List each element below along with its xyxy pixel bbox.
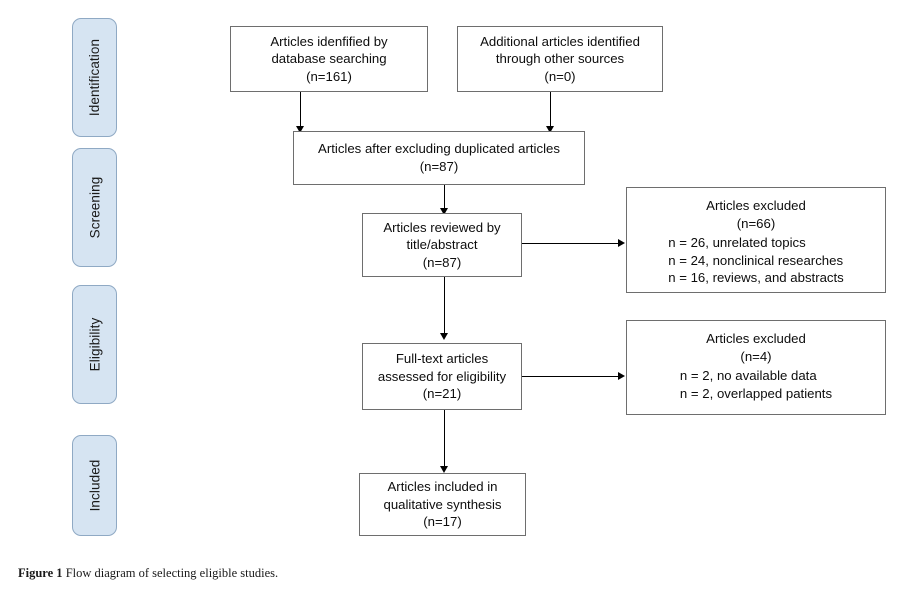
connector-dedup-to-review: [444, 185, 445, 210]
arrowhead-other-sources-to-dedup: [545, 126, 554, 133]
box-other-sources-line-1: Additional articles identified: [480, 33, 640, 49]
box-excluded-screening-reasons: n = 26, unrelated topics n = 24, nonclin…: [668, 234, 844, 287]
figure-caption-label: Figure 1: [18, 566, 63, 580]
connector-fulltext-to-excluded-eligibility: [522, 376, 619, 377]
box-after-duplicates-count: (n=87): [419, 159, 459, 174]
box-fulltext-eligibility-count: (n=21): [422, 386, 462, 402]
box-included-synthesis-line-2: qualitative synthesis: [383, 496, 502, 512]
connector-review-to-fulltext: [444, 277, 445, 335]
box-database-search-line-1: Articles idenfified by: [270, 33, 388, 49]
stage-box-identification: Identification: [72, 18, 117, 137]
box-other-sources: Additional articles identified through o…: [457, 26, 663, 92]
box-other-sources-count: (n=0): [544, 68, 576, 84]
box-title-abstract-review-count: (n=87): [422, 254, 462, 270]
box-other-sources-line-2: through other sources: [495, 51, 625, 67]
arrowhead-review-to-excluded-screening: [618, 238, 625, 247]
box-excluded-eligibility: Articles excluded (n=4) n = 2, no availa…: [626, 320, 886, 415]
connector-review-to-excluded-screening: [522, 243, 619, 244]
box-excluded-screening-reason-2: n = 24, nonclinical researches: [668, 252, 844, 268]
box-excluded-screening-reason-3: n = 16, reviews, and abstracts: [668, 270, 844, 286]
connector-fulltext-to-included: [444, 410, 445, 468]
box-fulltext-eligibility-line-1: Full-text articles: [395, 351, 489, 367]
figure-caption: Figure 1 Flow diagram of selecting eligi…: [18, 566, 278, 581]
box-excluded-eligibility-line-1: Articles excluded: [706, 331, 806, 346]
stage-box-screening: Screening: [72, 148, 117, 267]
box-excluded-screening: Articles excluded (n=66) n = 26, unrelat…: [626, 187, 886, 293]
box-excluded-screening-count: (n=66): [736, 215, 776, 231]
box-included-synthesis: Articles included in qualitative synthes…: [359, 473, 526, 536]
box-excluded-screening-line-1: Articles excluded: [706, 198, 806, 213]
box-title-abstract-review-line-1: Articles reviewed by: [383, 219, 501, 235]
arrowhead-fulltext-to-excluded-eligibility: [618, 371, 625, 380]
stage-label-screening: Screening: [87, 176, 103, 239]
stage-box-included: Included: [72, 435, 117, 536]
box-database-search-count: (n=161): [306, 68, 352, 84]
box-fulltext-eligibility-line-2: assessed for eligibility: [377, 368, 507, 384]
arrowhead-dedup-to-review: [439, 208, 448, 215]
arrowhead-review-to-fulltext: [439, 333, 448, 340]
box-title-abstract-review: Articles reviewed by title/abstract (n=8…: [362, 213, 522, 277]
box-included-synthesis-count: (n=17): [423, 514, 462, 530]
box-included-synthesis-line-1: Articles included in: [387, 479, 498, 495]
box-database-search-line-2: database searching: [271, 51, 387, 67]
stage-label-eligibility: Eligibility: [87, 317, 102, 372]
box-title-abstract-review-line-2: title/abstract: [406, 237, 478, 253]
arrowhead-database-search-to-dedup: [295, 126, 304, 133]
box-excluded-screening-reason-1: n = 26, unrelated topics: [668, 235, 806, 251]
box-after-duplicates-line-1: Articles after excluding duplicated arti…: [318, 141, 560, 157]
connector-other-sources-to-dedup: [550, 92, 551, 128]
stage-box-eligibility: Eligibility: [72, 285, 117, 404]
box-fulltext-eligibility: Full-text articles assessed for eligibil…: [362, 343, 522, 410]
stage-label-identification: Identification: [87, 38, 103, 117]
connector-database-search-to-dedup: [300, 92, 301, 128]
box-after-duplicates: Articles after excluding duplicated arti…: [293, 131, 585, 185]
box-database-search: Articles idenfified by database searchin…: [230, 26, 428, 92]
figure-caption-text: Flow diagram of selecting eligible studi…: [62, 566, 279, 580]
arrowhead-fulltext-to-included: [439, 466, 448, 473]
box-excluded-eligibility-reason-2: n = 2, overlapped patients: [679, 385, 833, 401]
box-excluded-eligibility-reasons: n = 2, no available data n = 2, overlapp…: [680, 367, 832, 402]
box-excluded-eligibility-reason-1: n = 2, no available data: [679, 368, 817, 384]
box-excluded-eligibility-count: (n=4): [740, 348, 772, 364]
stage-label-included: Included: [87, 459, 102, 512]
